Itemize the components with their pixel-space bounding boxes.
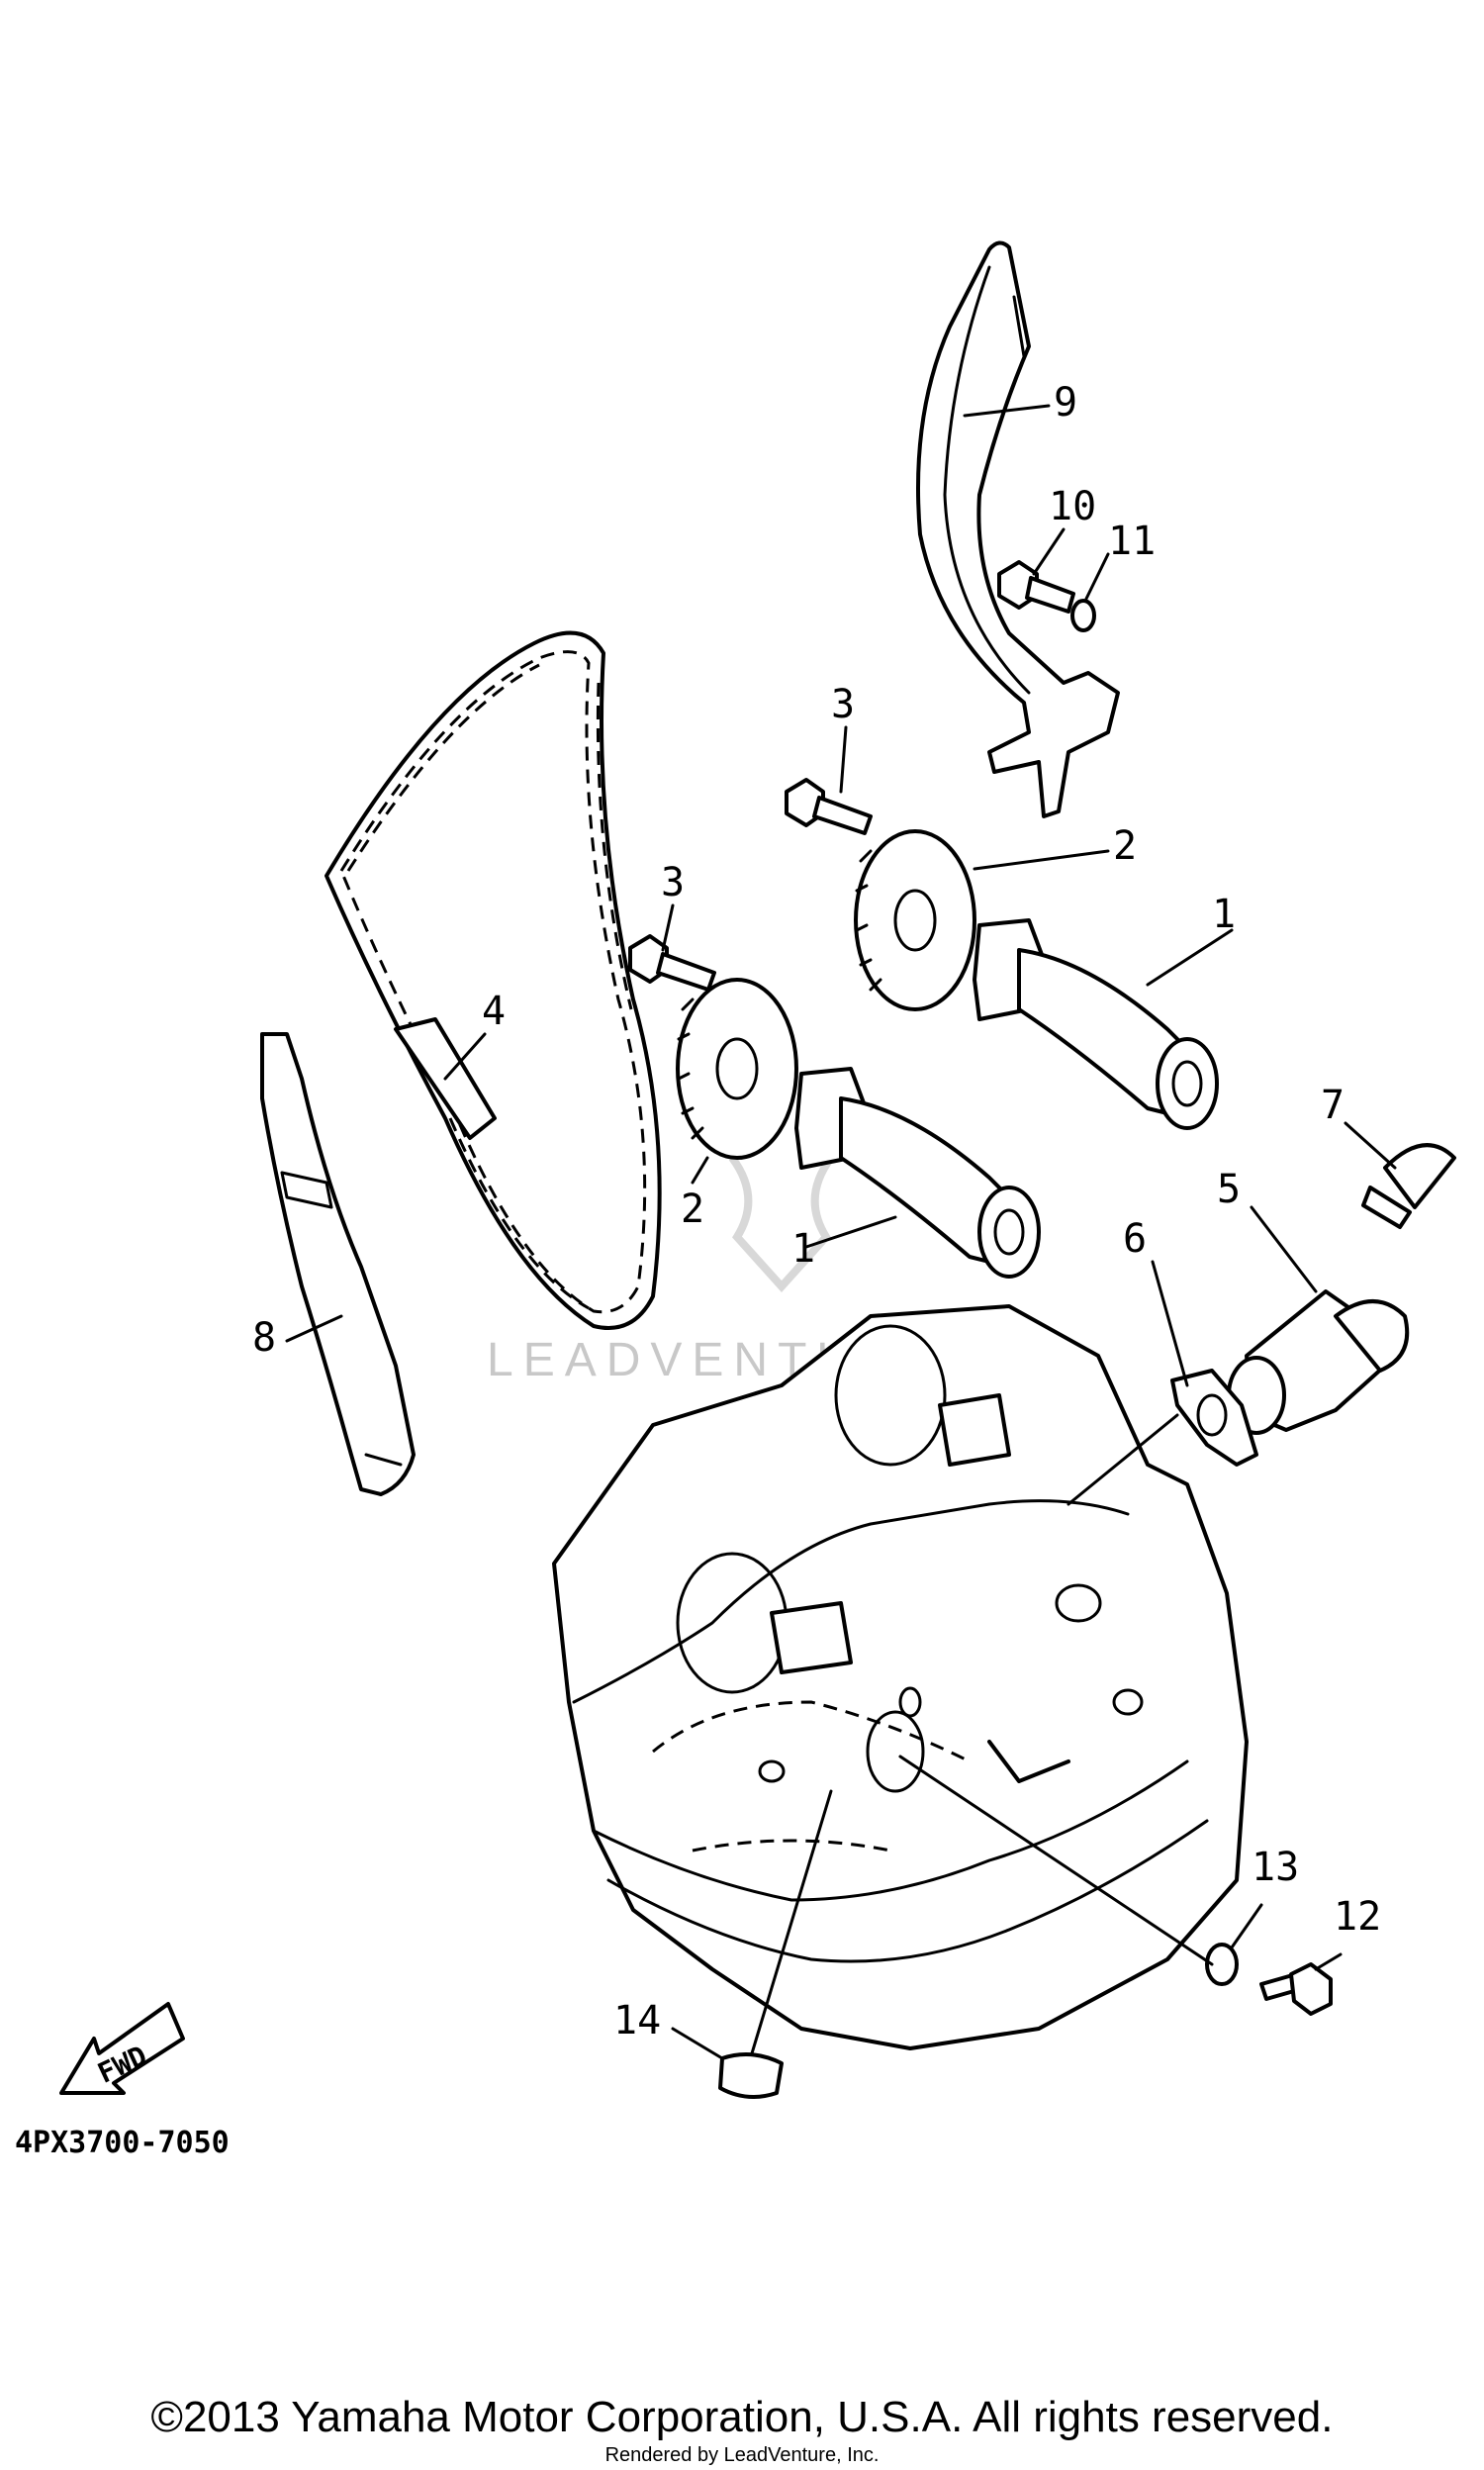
tensioner-part[interactable] — [1227, 1289, 1410, 1435]
callout-2b: 2 — [1113, 823, 1137, 869]
camshaft-1b-part[interactable] — [973, 918, 1219, 1130]
plug-bolt-part[interactable] — [1259, 1962, 1333, 2016]
callout-11: 11 — [1108, 519, 1156, 564]
chain-guide-exhaust[interactable] — [260, 1032, 416, 1496]
rendered-by: Rendered by LeadVenture, Inc. — [604, 2444, 880, 2466]
callout-7: 7 — [1321, 1083, 1345, 1128]
plug-gasket-part[interactable] — [1205, 1943, 1239, 1986]
diagram-code: 4PX3700-7050 — [15, 2126, 230, 2160]
leader-lines — [285, 404, 1397, 2060]
tensioner-bolt-part[interactable] — [1361, 1143, 1456, 1229]
callout-12: 12 — [1334, 1894, 1381, 1940]
guide-bolt[interactable] — [997, 560, 1075, 614]
callout-8: 8 — [252, 1315, 276, 1361]
sprocket-2a-part[interactable] — [676, 978, 798, 1160]
callout-10: 10 — [1049, 484, 1096, 529]
chain-guide-intake[interactable] — [916, 240, 1120, 818]
callout-2a: 2 — [681, 1187, 704, 1232]
gasket-part[interactable] — [1170, 1369, 1258, 1467]
callout-9: 9 — [1054, 380, 1077, 426]
callout-labels: 1 1 2 2 3 3 4 5 6 7 8 9 10 11 12 13 14 — [252, 380, 1381, 2043]
sprocket-2b-part[interactable] — [854, 829, 976, 1011]
cap-part[interactable] — [718, 2052, 784, 2099]
cylinder-head — [552, 1304, 1249, 2050]
callout-3b: 3 — [831, 682, 855, 727]
callout-13: 13 — [1252, 1845, 1299, 1890]
callout-3a: 3 — [661, 860, 685, 905]
guide-washer[interactable] — [1070, 599, 1096, 632]
callout-1a: 1 — [791, 1226, 815, 1272]
bolt-3b-part[interactable] — [785, 778, 873, 835]
copyright-notice: ©2013 Yamaha Motor Corporation, U.S.A. A… — [150, 2393, 1334, 2441]
callout-1b: 1 — [1212, 892, 1236, 937]
callout-14: 14 — [613, 1998, 661, 2043]
fwd-arrow-icon: FWD — [59, 2002, 185, 2095]
callout-6: 6 — [1123, 1216, 1147, 1262]
callout-5: 5 — [1217, 1167, 1241, 1212]
callout-4: 4 — [482, 989, 506, 1034]
camshaft-1a-part[interactable] — [794, 1067, 1041, 1279]
cam-chain[interactable] — [325, 630, 662, 1330]
bolt-3a-part[interactable] — [628, 934, 716, 992]
